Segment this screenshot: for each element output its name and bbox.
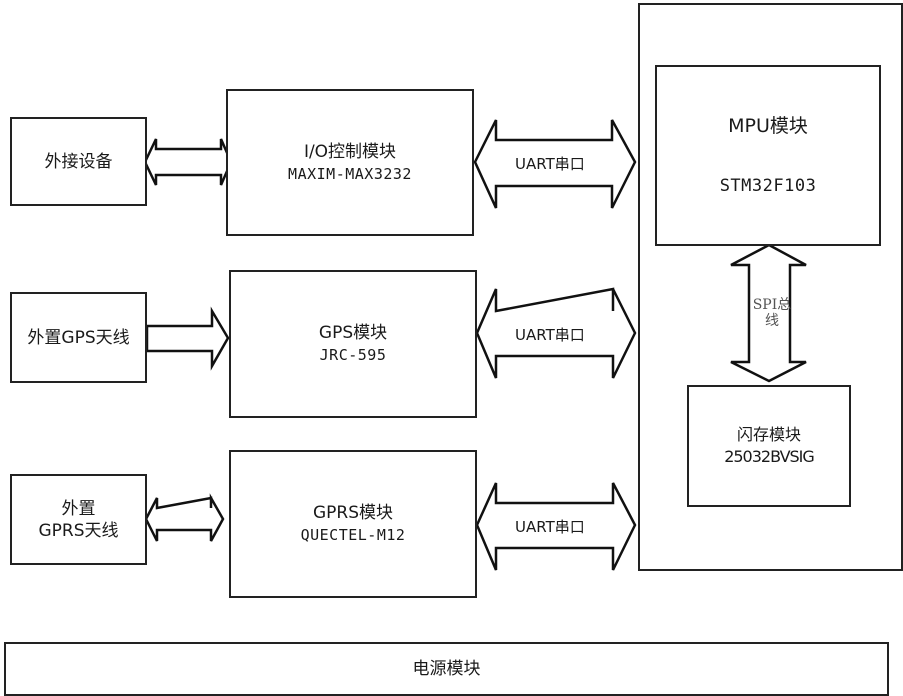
arrow-gps-mpu [475,287,637,379]
arrow-gprsant-gprs [144,493,225,542]
mpu-module-box: MPU模块 STM32F103 [655,65,881,246]
arrow-gpsant-gps [145,306,230,371]
gps-antenna-box: 外置GPS天线 [10,292,147,383]
uart-label-io: UART串口 [515,155,585,173]
gprs-antenna-line2: GPRS天线 [38,520,119,541]
arrow-spi [730,243,807,383]
gprs-module-box: GPRS模块 QUECTEL-M12 [229,450,477,598]
io-module-title: I/O控制模块 [303,141,397,162]
gps-antenna-label: 外置GPS天线 [27,327,130,348]
gps-module-model: JRC-595 [319,346,387,364]
gps-module-box: GPS模块 JRC-595 [229,270,477,418]
flash-module-box: 闪存模块 25032BVSIG [687,385,851,507]
mpu-module-title: MPU模块 [728,114,808,137]
gprs-antenna-line1: 外置 [61,498,96,519]
flash-module-title: 闪存模块 [736,425,801,444]
arrow-io-mpu [473,119,637,209]
spi-label-line1: SPI总 [752,297,792,313]
flash-module-model: 25032BVSIG [724,447,815,466]
gprs-module-title: GPRS模块 [312,503,394,523]
io-control-module-box: I/O控制模块 MAXIM-MAX3232 [226,89,474,236]
external-device-label: 外接设备 [44,151,113,172]
power-module-label: 电源模块 [412,659,481,679]
uart-label-gps: UART串口 [515,326,585,344]
arrow-gprs-mpu [475,482,637,571]
io-module-model: MAXIM-MAX3232 [288,164,412,183]
gprs-antenna-box: 外置 GPRS天线 [10,474,147,565]
power-module-box: 电源模块 [4,642,889,696]
spi-label: SPI总 线 [742,297,802,329]
arrow-external-io [143,138,233,186]
uart-label-gprs: UART串口 [515,518,585,536]
external-device-box: 外接设备 [10,117,147,206]
gprs-module-model: QUECTEL-M12 [300,526,406,544]
spi-label-line2: 线 [765,313,779,329]
mpu-module-model: STM32F103 [719,175,817,196]
gps-module-title: GPS模块 [318,323,388,343]
